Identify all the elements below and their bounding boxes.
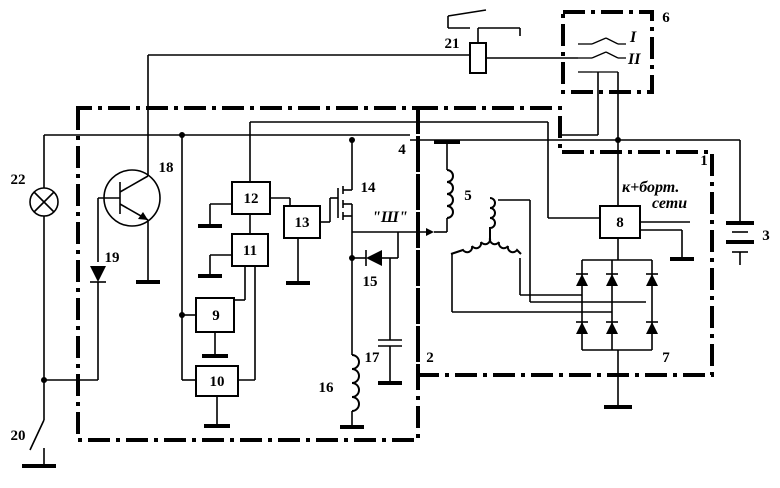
label-12: 12 [244, 191, 259, 207]
label-6: 6 [662, 10, 670, 26]
diode-19 [90, 198, 106, 380]
label-19: 19 [105, 250, 120, 266]
label-9: 9 [212, 308, 220, 324]
label-3: 3 [762, 228, 770, 244]
transistor-14 [338, 140, 352, 232]
label-10: 10 [210, 374, 225, 390]
ignition-switch [578, 38, 626, 72]
output-label-line2: сети [652, 195, 687, 212]
label-18: 18 [159, 160, 174, 176]
label-14: 14 [361, 180, 377, 196]
field-winding-5 [434, 142, 460, 232]
switch-position-II: II [627, 51, 641, 68]
block-9 [196, 298, 234, 356]
label-13: 13 [295, 215, 310, 231]
output-label-line1: к+борт. [622, 179, 679, 196]
terminal-sh-label: "Ш" [372, 209, 408, 226]
label-4: 4 [398, 142, 406, 158]
capacitor-17 [378, 258, 402, 383]
label-15: 15 [363, 274, 378, 290]
rectifier-bridge-7 [576, 260, 658, 407]
generator-frame [418, 108, 712, 375]
label-22: 22 [11, 172, 26, 188]
label-1: 1 [700, 153, 708, 169]
label-5: 5 [464, 188, 472, 204]
block-13 [284, 198, 338, 283]
relay-21 [448, 10, 578, 73]
label-2: 2 [426, 350, 434, 366]
battery-3 [726, 140, 754, 265]
label-17: 17 [365, 350, 381, 366]
switch-20 [22, 420, 56, 466]
label-11: 11 [243, 243, 257, 259]
coil-16 [340, 355, 364, 427]
label-21: 21 [445, 36, 460, 52]
label-8: 8 [616, 215, 624, 231]
switch-position-I: I [629, 29, 637, 46]
label-20: 20 [11, 428, 26, 444]
label-7: 7 [662, 350, 670, 366]
transistor-18 [98, 55, 160, 282]
label-16: 16 [319, 380, 335, 396]
